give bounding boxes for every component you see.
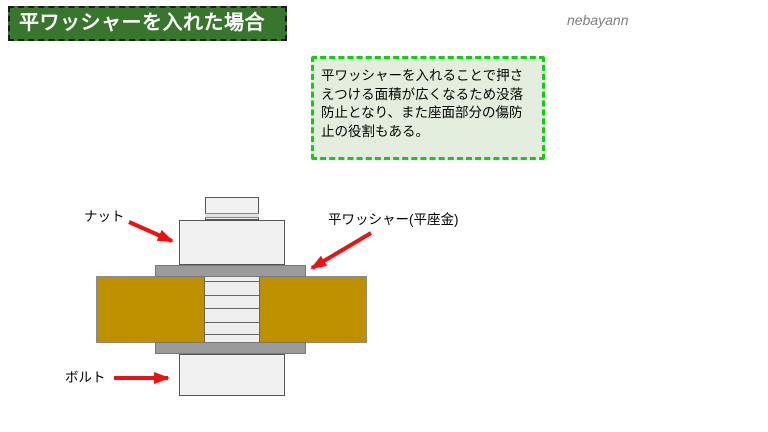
thread-line bbox=[204, 281, 260, 282]
thread-line bbox=[204, 294, 260, 296]
nut-shape bbox=[179, 220, 285, 265]
bolt-tip-thread-stripe bbox=[205, 213, 259, 218]
washer-arrow-icon bbox=[310, 231, 373, 270]
watermark-author: nebayann bbox=[567, 12, 629, 28]
bolt-head-shape bbox=[179, 354, 285, 396]
nut-arrow-icon bbox=[128, 220, 174, 243]
thread-line bbox=[204, 321, 260, 323]
callout-note-text: 平ワッシャーを入れることで押さえつける面積が広くなるため没落防止となり、また座面… bbox=[321, 68, 524, 139]
callout-note-box: 平ワッシャーを入れることで押さえつける面積が広くなるため没落防止となり、また座面… bbox=[311, 56, 545, 160]
slide-title: 平ワッシャーを入れた場合 bbox=[8, 6, 287, 41]
threaded-shaft-shape bbox=[204, 276, 260, 343]
flat-washer-bottom-shape bbox=[155, 342, 306, 354]
bolt-tip-shape bbox=[205, 197, 259, 220]
thread-line bbox=[204, 308, 260, 309]
washer-label: 平ワッシャー(平座金) bbox=[328, 212, 459, 227]
nut-label: ナット bbox=[84, 209, 125, 224]
thread-line bbox=[204, 334, 260, 335]
flat-washer-top-shape bbox=[155, 265, 306, 277]
bolt-label: ボルト bbox=[65, 370, 106, 385]
